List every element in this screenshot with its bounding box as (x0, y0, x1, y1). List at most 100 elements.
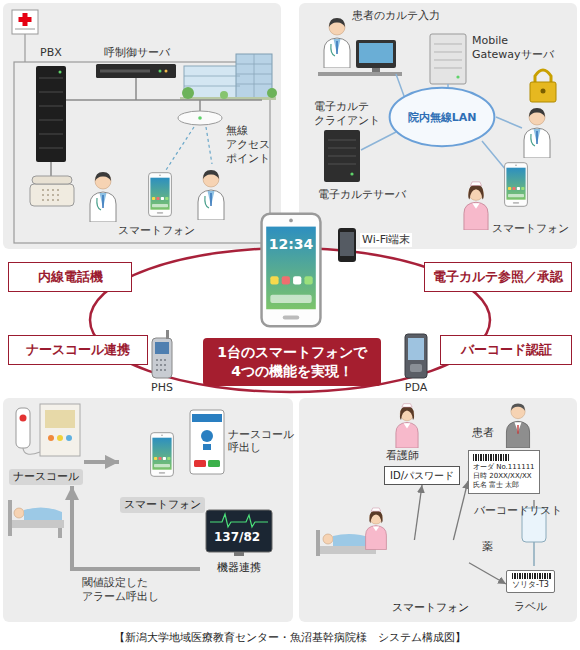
nurse-figure (396, 404, 418, 448)
ehr-client (356, 40, 396, 68)
central-smartphone (262, 214, 321, 327)
gateway-server (456, 75, 459, 78)
panel-background (3, 3, 281, 249)
ehr-server (328, 140, 356, 164)
iv-bag (533, 542, 535, 566)
smartphone-icon (151, 433, 174, 477)
call-control-server (165, 70, 168, 73)
nurse-call-device (57, 435, 63, 441)
hospital-icon (12, 10, 38, 34)
smartphone-icon (149, 173, 172, 217)
doctor-figure (198, 170, 224, 220)
hospital-network-frame (14, 62, 270, 243)
ehr-client (359, 43, 393, 63)
screen-caption: ナースコール 呼出し (228, 428, 294, 454)
function-box: 内線電話機 (8, 262, 132, 292)
desk-telephone (32, 176, 72, 184)
nurse-call-device (66, 435, 72, 441)
function-label: ナースコール連携 (17, 342, 139, 358)
patient-bed (14, 508, 24, 518)
bedside-scene (366, 508, 387, 550)
nurse-call-device (40, 404, 80, 456)
device-label: Mobile Gatewayサーバ (472, 34, 557, 62)
patient-figure (506, 404, 529, 448)
panel-background (299, 3, 577, 249)
nurse-call-device (16, 404, 80, 456)
device-label: Wi-Fi端末 (360, 233, 412, 247)
patient-bed (24, 507, 62, 520)
vital-monitor-screen (234, 552, 244, 556)
device-label: PBX (40, 46, 62, 60)
wifi-handset (338, 228, 356, 262)
bedside-scene (323, 534, 333, 544)
network-ellipse: 院内無線LAN (388, 86, 496, 148)
function-label: 電子カルテ参照／承認 (433, 269, 563, 285)
wifi-handset (338, 228, 356, 262)
call-control-server (159, 70, 162, 73)
scan-arrow (469, 563, 506, 584)
phs-handset (152, 338, 172, 378)
barcode-line: 日時 20XX/XX/XX (473, 472, 535, 481)
network-wire (166, 127, 194, 170)
bedside-scene (316, 508, 386, 556)
gateway-server (434, 44, 462, 68)
nurse-call-device (48, 435, 54, 441)
device-tag: スマートフォン (120, 497, 205, 513)
desk-telephone (42, 190, 62, 200)
central-smartphone (262, 214, 321, 327)
call-screen (194, 460, 206, 467)
staff-figure (464, 182, 488, 230)
item-label: ラベル (514, 600, 547, 614)
ellipse-outline (390, 88, 495, 146)
phs-handset (166, 330, 169, 339)
access-point (178, 111, 222, 125)
nurse-call-device (23, 448, 40, 454)
pbx-unit (59, 71, 62, 74)
barcode-line: オーダ No.111111 (473, 463, 535, 472)
ehr-server (324, 130, 360, 182)
pbx-unit (36, 66, 66, 162)
pbx-unit (39, 78, 63, 148)
desk-telephone (30, 176, 74, 206)
function-box: ナースコール連携 (8, 335, 148, 365)
phs-handset (152, 330, 172, 378)
vital-monitor-screen (206, 510, 272, 552)
call-screen (208, 460, 220, 467)
smartphone-icon (505, 163, 528, 207)
panel-background (299, 398, 577, 622)
phs-handset (155, 342, 169, 354)
smartphone-icon (505, 163, 528, 207)
patient-bed (8, 520, 64, 528)
flow-arrow (84, 460, 119, 464)
smartphone-device: スマートフォン (391, 540, 469, 616)
ehr-server (350, 172, 353, 175)
scan-arrow (453, 481, 468, 540)
call-control-server (96, 64, 176, 78)
bedside-scene (316, 530, 320, 556)
headline-banner: 1台のスマートフォンで 4つの機能を実現！ (203, 338, 381, 386)
call-screen (201, 430, 213, 442)
function-box: 電子カルテ参照／承認 (424, 262, 572, 292)
device-label: 機器連携 (217, 561, 261, 575)
pda-handset (405, 334, 427, 378)
hospital-network-frame (14, 34, 270, 243)
item-label: 薬 (482, 540, 493, 554)
doctor-figure (90, 170, 224, 222)
ehr-client (318, 18, 402, 76)
phs-handset (156, 360, 168, 370)
patient-bed (8, 500, 12, 536)
hospital-network-frame (24, 34, 25, 62)
function-box: バーコード認証 (440, 335, 572, 365)
lock-icon (541, 89, 546, 94)
patient-bed (8, 500, 64, 538)
gateway-server (430, 34, 466, 84)
role-label: 看護師 (386, 449, 419, 463)
patient-figure (506, 404, 529, 448)
device-label: PHS (149, 381, 175, 395)
staff-figure (524, 108, 550, 158)
